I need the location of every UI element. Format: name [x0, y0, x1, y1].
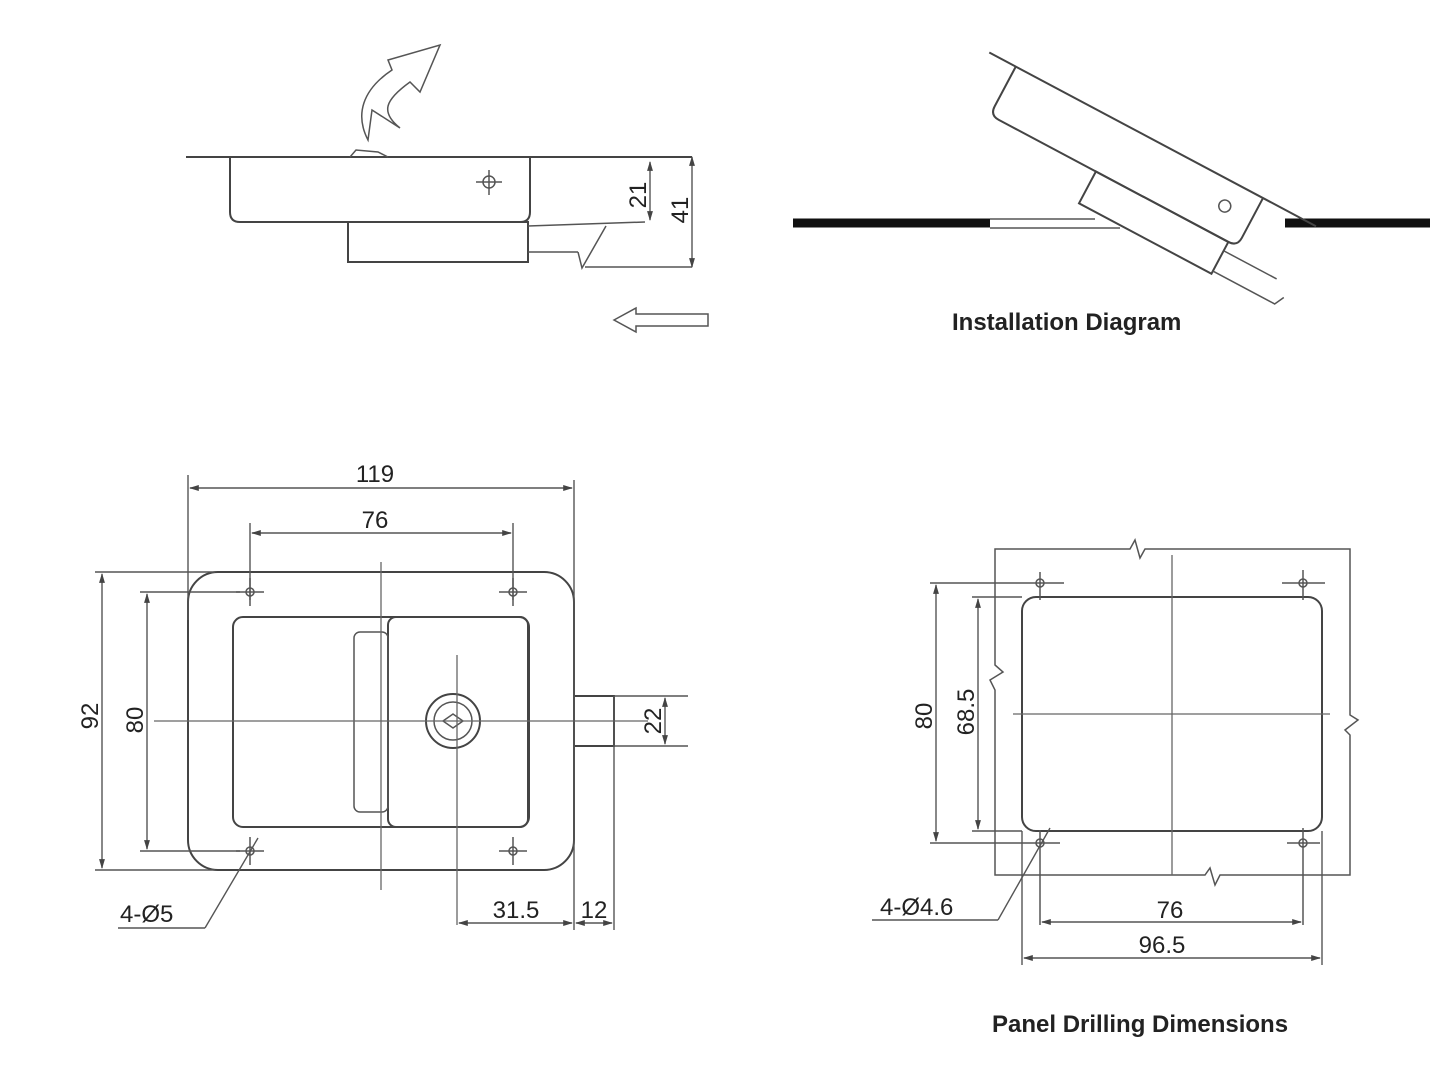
dim-68-5: 68.5: [953, 689, 980, 736]
dim-31-5: 31.5: [493, 897, 540, 924]
mounting-hole-icon: [476, 170, 502, 195]
side-view: 21 41: [186, 43, 709, 334]
panel-drilling-caption: Panel Drilling Dimensions: [992, 1011, 1288, 1038]
dim-80: 80: [911, 703, 938, 730]
hole-note: 4-Ø5: [120, 901, 173, 928]
dim-12: 12: [581, 897, 608, 924]
mounting-hole-icon: [499, 837, 527, 865]
mounting-hole-icon: [1026, 572, 1064, 600]
dim-76: 76: [362, 507, 389, 534]
hole-note: 4-Ø4.6: [880, 894, 953, 921]
panel-drilling-view: 80 68.5 76 96.5 4-Ø4.6 Panel Drilling Di…: [872, 538, 1360, 1038]
installation-caption: Installation Diagram: [952, 309, 1181, 336]
mounting-hole-icon: [1282, 570, 1325, 600]
left-arrow-icon: [612, 306, 709, 334]
dim-76: 76: [1157, 897, 1184, 924]
front-view: 119 76 92 80 22 31.5 12 4-Ø5: [77, 461, 688, 930]
mounting-hole-icon: [1026, 830, 1060, 925]
dim-41: 41: [667, 197, 694, 224]
dim-92: 92: [77, 703, 104, 730]
rotation-arrow-icon: [361, 43, 442, 143]
installation-diagram: Installation Diagram: [793, 51, 1430, 336]
mounting-hole-icon: [1287, 828, 1320, 925]
dim-119: 119: [356, 461, 394, 488]
dim-22: 22: [640, 708, 667, 735]
dim-96-5: 96.5: [1139, 932, 1186, 959]
dim-21: 21: [625, 182, 652, 209]
dim-80: 80: [122, 707, 149, 734]
